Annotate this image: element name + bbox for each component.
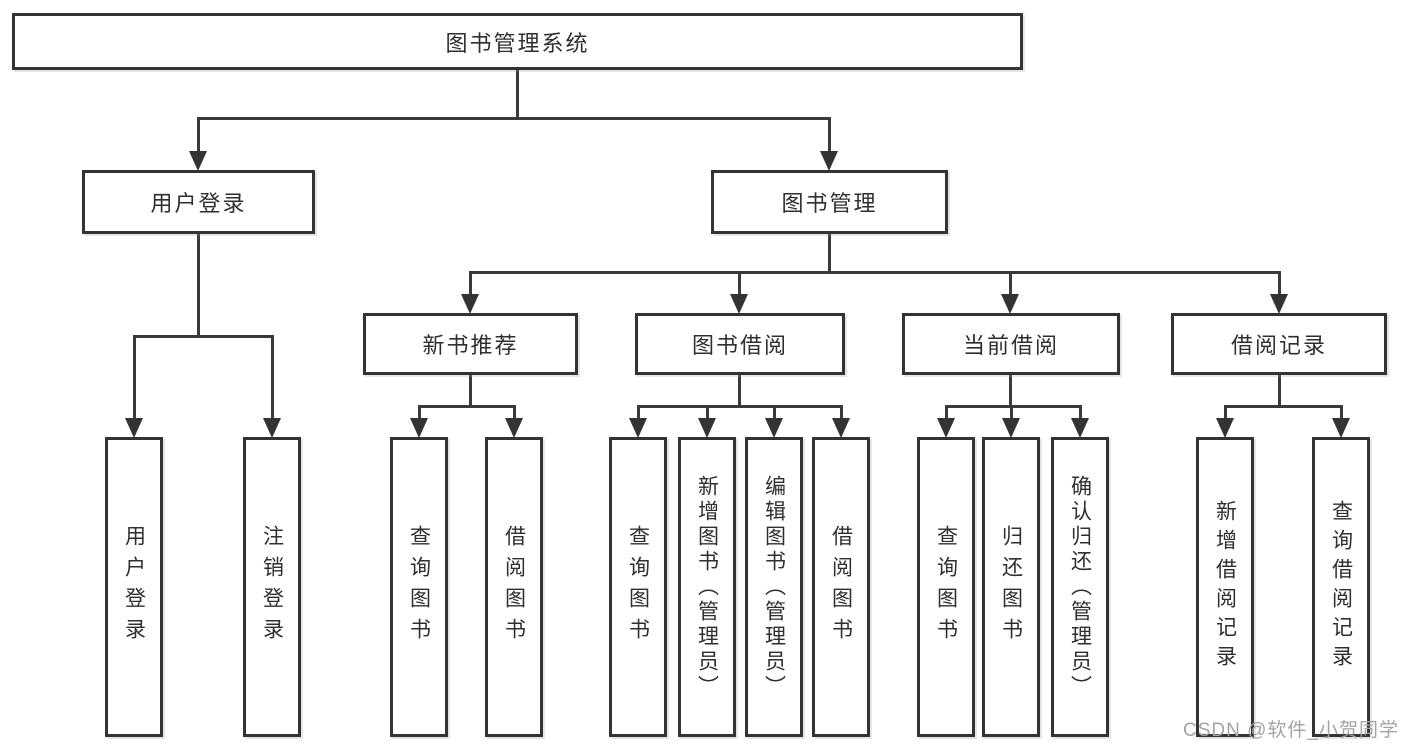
connector-drop-query2 [637, 405, 640, 421]
leaf-query-books-current: 查询图书 [917, 437, 975, 737]
connector-book-borrow-stem [738, 375, 741, 408]
leaf-query-borrow-record: 查询借阅记录 [1312, 437, 1370, 737]
arrow-down-query1 [410, 418, 428, 438]
leaf-user-login-label: 用户登录 [122, 525, 146, 649]
leaf-add-book-admin: 新增图书（管理员） [678, 437, 736, 737]
connector-drop-leaf-logout [271, 335, 274, 420]
arrow-down-book-mgmt [820, 151, 838, 171]
connector-user-login-branch [133, 335, 273, 338]
leaf-add-borrow-record: 新增借阅记录 [1196, 437, 1254, 737]
node-book-borrow: 图书借阅 [635, 313, 845, 375]
arrow-down-query3 [937, 418, 955, 438]
leaf-user-login: 用户登录 [105, 437, 163, 737]
leaf-confirm-return-admin: 确认归还（管理员） [1051, 437, 1109, 737]
arrow-down-edit-book [765, 418, 783, 438]
connector-drop-edit-book [773, 405, 776, 421]
connector-drop-book-mgmt [828, 117, 831, 153]
connector-drop-query-record [1340, 405, 1343, 421]
arrow-down-add-book [698, 418, 716, 438]
arrow-down-query2 [629, 418, 647, 438]
connector-drop-user-login [197, 117, 200, 153]
leaf-query-books-current-label: 查询图书 [934, 525, 958, 649]
connector-drop-query1 [418, 405, 421, 421]
connector-book-mgmt-stem [828, 234, 831, 273]
node-borrow-record: 借阅记录 [1171, 313, 1387, 375]
connector-drop-add-book [706, 405, 709, 421]
connector-drop-new-book [469, 271, 472, 297]
leaf-borrow-books-label: 借阅图书 [829, 525, 853, 649]
leaf-logout: 注销登录 [243, 437, 301, 737]
leaf-add-borrow-record-label: 新增借阅记录 [1213, 500, 1237, 674]
node-current-borrow-label: 当前借阅 [962, 333, 1059, 358]
connector-user-login-stem [197, 234, 200, 337]
arrow-down-return-book [1002, 418, 1020, 438]
leaf-query-borrow-record-label: 查询借阅记录 [1329, 500, 1353, 674]
node-new-book-rec-label: 新书推荐 [422, 333, 519, 358]
connector-current-borrow-branch [945, 405, 1082, 408]
node-root-label: 图书管理系统 [445, 30, 590, 56]
leaf-logout-label: 注销登录 [260, 525, 284, 649]
leaf-return-book: 归还图书 [982, 437, 1040, 737]
connector-drop-confirm-return [1079, 405, 1082, 421]
leaf-query-books-rec-label: 查询图书 [407, 525, 431, 649]
arrow-down-borrow-record [1270, 294, 1288, 314]
node-root: 图书管理系统 [12, 13, 1023, 70]
leaf-return-book-label: 归还图书 [999, 525, 1023, 649]
connector-current-borrow-stem [1009, 375, 1012, 408]
csdn-watermark: CSDN @软件_小贺同学 [1183, 720, 1399, 741]
connector-drop-return-book [1010, 405, 1013, 421]
node-new-book-rec: 新书推荐 [363, 313, 578, 375]
arrow-down-new-book [461, 294, 479, 314]
arrow-down-borrow1 [505, 418, 523, 438]
connector-drop-add-record [1224, 405, 1227, 421]
connector-new-book-stem [469, 375, 472, 408]
leaf-query-books-borrow-label: 查询图书 [626, 525, 650, 649]
arrow-down-leaf-logout [263, 418, 281, 438]
connector-drop-borrow1 [513, 405, 516, 421]
connector-drop-leaf-login [133, 335, 136, 420]
leaf-borrow-books-rec-label: 借阅图书 [502, 525, 526, 649]
connector-book-borrow-branch [637, 405, 843, 408]
leaf-query-books-rec: 查询图书 [390, 437, 448, 737]
connector-drop-borrow2 [840, 405, 843, 421]
leaf-query-books-borrow: 查询图书 [609, 437, 667, 737]
arrow-down-borrow2 [832, 418, 850, 438]
leaf-edit-book-admin: 编辑图书（管理员） [745, 437, 803, 737]
leaf-borrow-books: 借阅图书 [812, 437, 870, 737]
leaf-confirm-return-admin-label: 确认归还（管理员） [1068, 474, 1092, 700]
connector-borrow-record-branch [1224, 405, 1343, 408]
connector-drop-book-borrow [738, 271, 741, 297]
leaf-add-book-admin-label: 新增图书（管理员） [695, 474, 719, 700]
connector-borrow-record-stem [1278, 375, 1281, 408]
arrow-down-leaf-login [125, 418, 143, 438]
node-book-mgmt: 图书管理 [711, 170, 948, 234]
connector-drop-current-borrow [1009, 271, 1012, 297]
connector-root-branch [197, 117, 831, 120]
node-user-login: 用户登录 [82, 170, 315, 234]
connector-drop-borrow-record [1278, 271, 1281, 297]
arrow-down-add-record [1216, 418, 1234, 438]
connector-root-stem [516, 67, 519, 119]
node-current-borrow: 当前借阅 [902, 313, 1120, 375]
arrow-down-current-borrow [1001, 294, 1019, 314]
arrow-down-confirm-return [1071, 418, 1089, 438]
node-user-login-label: 用户登录 [150, 191, 247, 216]
arrow-down-book-borrow [730, 294, 748, 314]
arrow-down-user-login [189, 151, 207, 171]
arrow-down-query-record [1332, 418, 1350, 438]
node-book-borrow-label: 图书借阅 [691, 333, 788, 358]
leaf-edit-book-admin-label: 编辑图书（管理员） [762, 474, 786, 700]
node-borrow-record-label: 借阅记录 [1230, 333, 1327, 358]
connector-new-book-branch [418, 405, 516, 408]
connector-drop-query3 [945, 405, 948, 421]
connector-book-mgmt-branch [469, 271, 1281, 274]
leaf-borrow-books-rec: 借阅图书 [485, 437, 543, 737]
node-book-mgmt-label: 图书管理 [781, 191, 878, 216]
